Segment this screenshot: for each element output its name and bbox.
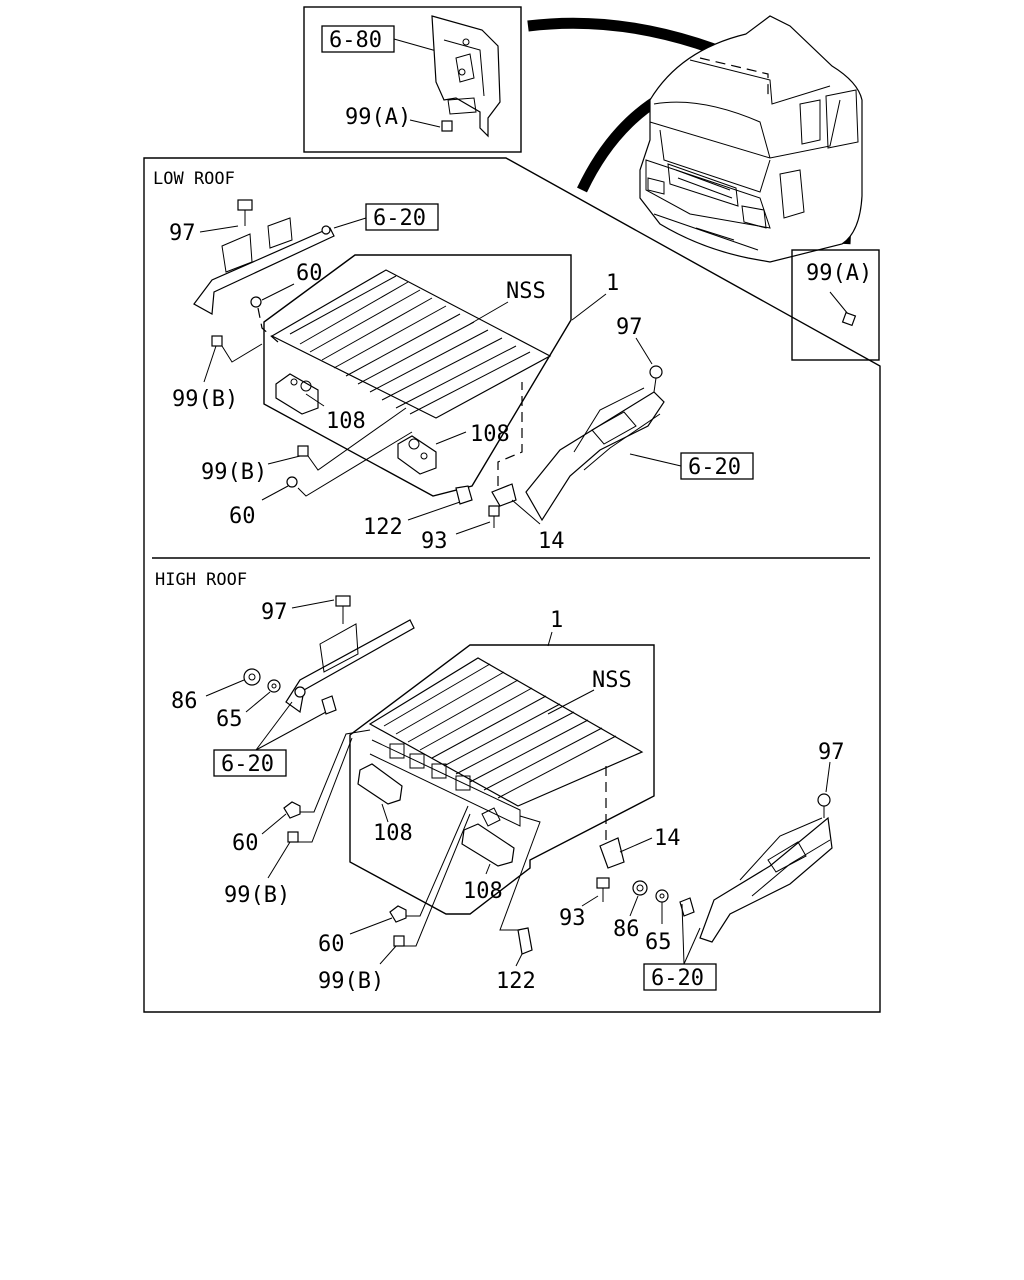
high-washer-65b: [655, 889, 669, 903]
high-assembly-outline: [349, 644, 655, 915]
low-99b1-label: 99(B): [172, 387, 238, 412]
high-60b-label: 60: [318, 932, 345, 957]
low-ref-6-20-lower-label: 6-20: [688, 455, 741, 480]
part-99a-label: 99(A): [345, 105, 411, 130]
high-headlining-panel: [368, 657, 644, 807]
low-ref-6-20-upper[interactable]: [365, 203, 439, 231]
high-part-122: [517, 927, 533, 955]
high-nss-label: NSS: [592, 668, 632, 693]
high-65a-label: 65: [216, 707, 243, 732]
low-plug-60a: [250, 296, 262, 308]
low-ref-6-20-upper-label: 6-20: [373, 206, 426, 231]
section-high-roof: HIGH ROOF: [155, 570, 247, 590]
low-clip-99b1: [211, 335, 223, 347]
high-part-14: [599, 837, 625, 869]
high-plug-60b: [389, 905, 407, 923]
low-108b-label: 108: [470, 422, 510, 447]
high-99b2-label: 99(B): [318, 969, 384, 994]
low-assembly-outline: [263, 254, 572, 497]
low-clip-99b2: [297, 445, 309, 457]
high-ref-6-20-left-label: 6-20: [221, 752, 274, 777]
high-pad-108b: [461, 823, 515, 867]
low-97b-label: 97: [616, 315, 643, 340]
high-clip-99b1: [287, 831, 299, 843]
low-93-label: 93: [421, 529, 448, 554]
low-panel-ribs: [289, 275, 531, 415]
low-99b2-label: 99(B): [201, 460, 267, 485]
low-plug-60b: [286, 476, 298, 488]
high-108b-label: 108: [463, 879, 503, 904]
main-frame: [143, 157, 881, 1013]
high-86a-label: 86: [171, 689, 198, 714]
low-roof-group: 97 6-20 60 99(B) 108 108 99(B) 60 NSS 1: [169, 199, 754, 554]
low-122-label: 122: [363, 515, 403, 540]
high-washer-65a: [267, 679, 281, 693]
low-part-14: [491, 483, 517, 507]
high-ref-6-20-right-label: 6-20: [651, 966, 704, 991]
high-ref-6-20-left[interactable]: [213, 749, 287, 777]
low-1-label: 1: [606, 271, 619, 296]
low-bolt-97a: [237, 199, 253, 211]
high-60a-label: 60: [232, 831, 259, 856]
low-pad-108a: [275, 373, 319, 415]
low-bolt-97b: [649, 365, 663, 379]
inset-top: 6-80 99(A): [303, 6, 522, 153]
high-nut-86b: [632, 880, 648, 896]
high-side-trim: [699, 816, 833, 943]
side-clip-99a: [841, 311, 857, 327]
low-108a-label: 108: [326, 409, 366, 434]
high-65b-label: 65: [645, 930, 672, 955]
low-headlining-panel: [270, 269, 552, 419]
low-nss-label: NSS: [506, 279, 546, 304]
high-14-label: 14: [654, 826, 681, 851]
high-1-label: 1: [550, 608, 563, 633]
high-upper-trim: [285, 619, 415, 714]
low-bolt-93: [488, 505, 500, 517]
high-roof-group: 97 86 65 6-20 1 NSS 60 108 99(B): [171, 595, 845, 994]
ref-box-6-80[interactable]: [321, 25, 395, 53]
high-bolt-93: [596, 877, 610, 889]
bracket-part: [431, 15, 501, 138]
low-60a-label: 60: [296, 261, 323, 286]
high-bolt-97b: [817, 793, 831, 807]
high-ref-6-20-right[interactable]: [643, 963, 717, 991]
inset-side: 99(A): [791, 249, 880, 361]
high-clip-99b2: [393, 935, 405, 947]
low-upper-trim: [193, 227, 335, 315]
high-97a-label: 97: [261, 600, 288, 625]
high-86b-label: 86: [613, 917, 640, 942]
high-pad-108a: [357, 763, 403, 805]
high-nut-86a: [243, 668, 261, 686]
truck-cab-illustration: [527, 15, 863, 263]
side-99a-label: 99(A): [806, 261, 872, 286]
low-pad-108b: [397, 435, 437, 475]
high-93-label: 93: [559, 906, 586, 931]
low-97a-label: 97: [169, 221, 196, 246]
low-14-label: 14: [538, 529, 565, 554]
low-side-trim: [525, 391, 665, 522]
high-99b1-label: 99(B): [224, 883, 290, 908]
low-60b-label: 60: [229, 504, 256, 529]
high-122-label: 122: [496, 969, 536, 994]
high-108a-label: 108: [373, 821, 413, 846]
high-plug-60a: [283, 801, 301, 819]
high-panel-ribs: [383, 663, 617, 799]
high-bolt-97a: [335, 595, 351, 607]
ref-6-80-label: 6-80: [329, 28, 382, 53]
section-low-roof: LOW ROOF: [153, 169, 235, 189]
high-97b-label: 97: [818, 740, 845, 765]
low-part-122: [455, 485, 473, 505]
clip-99a: [441, 120, 453, 132]
